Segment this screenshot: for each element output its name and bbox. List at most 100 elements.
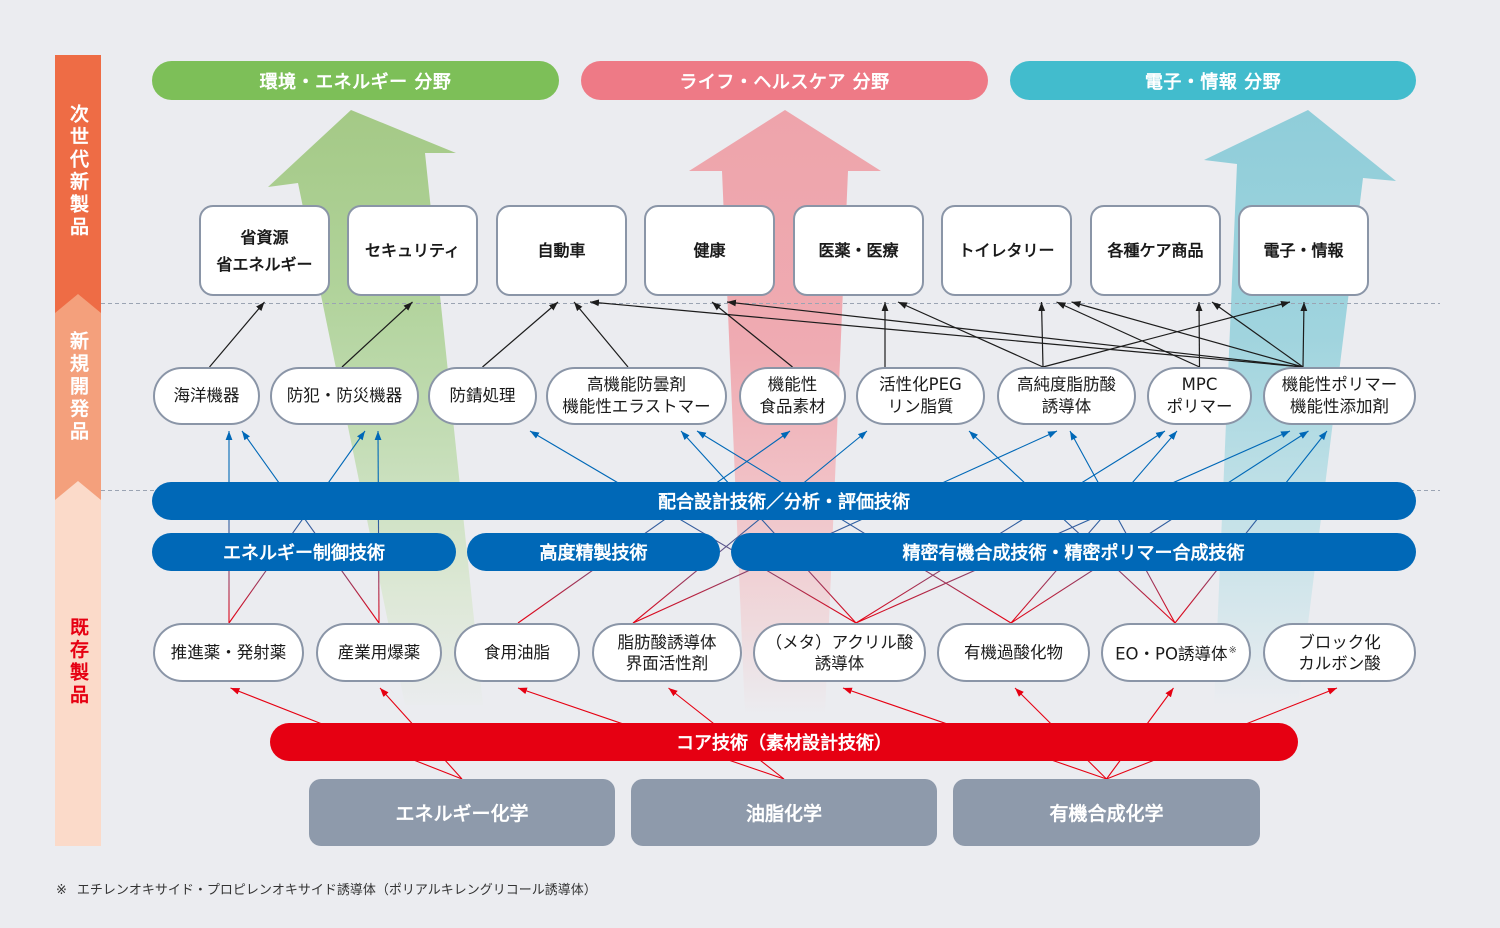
existing-product-acrylic-acid-derivative: （メタ）アクリル酸 誘導体 <box>753 623 926 682</box>
next-gen-product-toiletry: トイレタリー <box>941 205 1072 296</box>
field-banner-electronics-information: 電子・情報 分野 <box>1010 61 1416 100</box>
arrow-existing-to-new <box>1069 430 1176 624</box>
new-product-rust-prevention: 防錆処理 <box>428 367 537 425</box>
tech-bar-advanced-purification: 高度精製技術 <box>467 533 720 571</box>
product-label: 高純度脂肪酸 誘導体 <box>1017 375 1116 416</box>
tech-label: 高度精製技術 <box>539 543 648 564</box>
product-label: 活性化PEG リン脂質 <box>879 375 962 416</box>
product-label: 機能性 食品素材 <box>759 375 826 416</box>
stage-label-next-gen: 次世代新製品 <box>67 104 89 239</box>
next-gen-product-medical: 医薬・医療 <box>793 205 924 296</box>
base-chemistry-label: 油脂化学 <box>745 803 822 825</box>
new-product-marine-equipment: 海洋機器 <box>153 367 260 425</box>
arrow-new-to-next-gen <box>897 301 1044 368</box>
product-label: 医薬・医療 <box>818 241 899 260</box>
next-gen-product-automobile: 自動車 <box>496 205 627 296</box>
footnote: ※エチレンオキサイド・プロピレンオキサイド誘導体（ポリアルキレングリコール誘導体… <box>56 879 597 898</box>
arrow-existing-to-new <box>374 430 382 624</box>
product-label: 高機能防曇剤 機能性エラストマー <box>562 375 711 416</box>
existing-product-edible-oil: 食用油脂 <box>454 623 580 682</box>
arrow-existing-to-new <box>632 430 1058 624</box>
product-label: 防錆処理 <box>449 386 516 405</box>
existing-product-eo-po-derivative: EO・PO誘導体※ <box>1101 623 1251 682</box>
arrow-new-to-next-gen <box>1071 301 1304 368</box>
field-label: 環境・エネルギー 分野 <box>259 71 452 93</box>
field-label: 電子・情報 分野 <box>1144 71 1282 93</box>
arrow-existing-to-new <box>241 430 380 624</box>
product-label: 有機過酸化物 <box>964 643 1063 662</box>
stage-band-new-dev <box>55 294 101 501</box>
existing-product-blocked-carboxylic-acid: ブロック化 カルボン酸 <box>1263 623 1416 682</box>
arrow-new-to-next-gen <box>711 301 793 368</box>
arrow-new-to-next-gen <box>589 299 1304 368</box>
stage-label-existing: 既存製品 <box>67 617 89 707</box>
product-label: 食用油脂 <box>484 643 550 662</box>
stage-label-new-dev: 新規開発品 <box>67 331 89 444</box>
next-gen-product-electronics: 電子・情報 <box>1238 205 1369 296</box>
next-gen-product-resource-saving: 省資源 省エネルギー <box>199 205 330 296</box>
next-gen-product-care-goods: 各種ケア商品 <box>1090 205 1221 296</box>
arrow-new-to-next-gen <box>1056 301 1200 368</box>
arrow-existing-to-new <box>529 430 857 624</box>
product-label: 電子・情報 <box>1263 241 1344 260</box>
product-label: EO・PO誘導体 <box>1115 644 1228 664</box>
arrow-existing-to-new <box>696 430 1012 624</box>
new-product-mpc-polymer: MPC ポリマー <box>1147 367 1252 425</box>
arrow-existing-to-new <box>1010 430 1178 624</box>
field-label: ライフ・ヘルスケア 分野 <box>679 71 890 93</box>
product-label: 産業用爆薬 <box>337 643 421 662</box>
arrow-new-to-next-gen <box>209 301 265 368</box>
product-label: 防犯・防災機器 <box>286 386 403 405</box>
product-label: 省資源 省エネルギー <box>216 227 313 274</box>
product-label-wrap: EO・PO誘導体※ <box>1115 640 1237 665</box>
tech-label: 配合設計技術／分析・評価技術 <box>658 492 910 513</box>
arrow-new-to-next-gen <box>1038 301 1046 368</box>
product-label: セキュリティ <box>364 241 461 260</box>
next-gen-product-security: セキュリティ <box>347 205 478 296</box>
footnote-text: エチレンオキサイド・プロピレンオキサイド誘導体（ポリアルキレングリコール誘導体） <box>76 883 597 898</box>
new-product-crime-disaster-prevention: 防犯・防災機器 <box>270 367 419 425</box>
arrow-new-to-next-gen <box>1300 301 1308 368</box>
product-label: 自動車 <box>537 241 586 260</box>
new-product-activated-peg: 活性化PEG リン脂質 <box>856 367 985 425</box>
product-label: （メタ）アクリル酸 誘導体 <box>765 632 914 673</box>
base-chemistry-label: 有機合成化学 <box>1049 803 1164 825</box>
tech-label: 精密有機合成技術・精密ポリマー合成技術 <box>902 543 1245 564</box>
arrow-new-to-next-gen <box>482 301 559 368</box>
tech-label: エネルギー制御技術 <box>223 543 385 564</box>
new-product-functional-food: 機能性 食品素材 <box>739 367 846 425</box>
product-label: 各種ケア商品 <box>1107 241 1204 260</box>
base-chemistry-organic-synthesis: 有機合成化学 <box>953 779 1260 846</box>
new-product-antifog-elastomer: 高機能防曇剤 機能性エラストマー <box>546 367 727 425</box>
core-technology-bar: コア技術（素材設計技術） <box>270 723 1298 761</box>
product-label: 機能性ポリマー 機能性添加剤 <box>1281 375 1398 416</box>
arrow-existing-to-new <box>228 430 366 624</box>
tech-bar-formulation-analysis: 配合設計技術／分析・評価技術 <box>152 482 1416 520</box>
arrow-existing-to-new <box>1010 430 1309 624</box>
arrow-existing-to-new <box>680 430 857 624</box>
next-gen-product-health: 健康 <box>644 205 775 296</box>
base-chemistry-label: エネルギー化学 <box>395 803 529 825</box>
base-chemistry-oleochemistry: 油脂化学 <box>631 779 937 846</box>
new-product-high-purity-fatty-acid: 高純度脂肪酸 誘導体 <box>997 367 1136 425</box>
product-label: 脂肪酸誘導体 界面活性剤 <box>617 632 717 673</box>
existing-product-industrial-explosive: 産業用爆薬 <box>316 623 442 682</box>
stage-band-existing <box>55 481 101 846</box>
existing-product-fatty-acid-derivative: 脂肪酸誘導体 界面活性剤 <box>592 623 742 682</box>
tech-bar-precision-synthesis: 精密有機合成技術・精密ポリマー合成技術 <box>731 533 1416 571</box>
arrow-existing-to-new <box>855 430 1291 624</box>
arrow-new-to-next-gen <box>1195 301 1203 368</box>
stage-band-next-gen <box>55 55 101 317</box>
existing-product-propellant: 推進薬・発射薬 <box>153 623 304 682</box>
tech-bar-energy-control: エネルギー制御技術 <box>152 533 456 571</box>
arrow-new-to-next-gen <box>1211 301 1304 368</box>
product-label: 健康 <box>693 241 726 260</box>
existing-product-organic-peroxide: 有機過酸化物 <box>937 623 1090 682</box>
product-label: MPC ポリマー <box>1166 375 1233 416</box>
core-technology-label: コア技術（素材設計技術） <box>676 733 892 754</box>
field-banner-life-healthcare: ライフ・ヘルスケア 分野 <box>581 61 988 100</box>
product-label: 海洋機器 <box>173 386 240 405</box>
